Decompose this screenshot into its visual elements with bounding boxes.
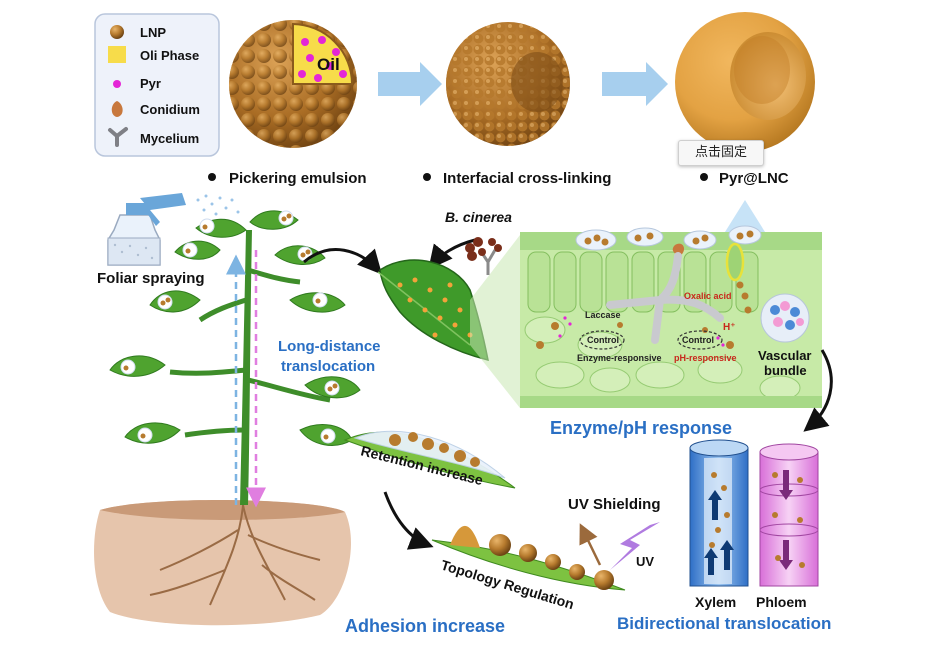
conidium-icon	[111, 101, 123, 117]
retention-leaf	[343, 430, 516, 489]
b-cinerea-label: B. cinerea	[445, 209, 512, 225]
vascular-label-1: Vascular	[758, 348, 812, 363]
legend-label-conidium: Conidium	[140, 102, 200, 117]
uv-shielding-label: UV Shielding	[568, 496, 661, 513]
control-left-label: Control	[587, 335, 619, 345]
label-pickering-emulsion: Pickering emulsion	[229, 170, 367, 187]
pyr-dot-icon	[113, 80, 121, 88]
pickering-emulsion-sphere: Oil	[229, 20, 357, 148]
zoom-wedge	[470, 235, 520, 408]
long-distance-label-2: translocation	[281, 358, 375, 375]
xylem-vessel	[689, 439, 749, 587]
legend-label-pyr: Pyr	[140, 76, 161, 91]
pin-tooltip[interactable]: 点击固定	[678, 140, 764, 166]
phloem-label: Phloem	[756, 594, 807, 610]
adhesion-increase-caption: Adhesion increase	[345, 616, 505, 636]
vascular-label-2: bundle	[764, 363, 807, 378]
oil-label: Oil	[317, 55, 340, 74]
b-cinerea-icon	[465, 237, 502, 275]
arrow-step-1	[378, 62, 442, 106]
phloem-vessel	[759, 443, 819, 587]
spray-bottle	[107, 193, 186, 266]
foliar-spraying-label: Foliar spraying	[97, 270, 205, 287]
label-interfacial-crosslinking: Interfacial cross-linking	[443, 170, 611, 187]
infected-leaf	[377, 259, 489, 362]
laccase-label: Laccase	[585, 310, 621, 320]
legend-label-mycelium: Mycelium	[140, 131, 199, 146]
h-plus-label: H⁺	[723, 322, 736, 333]
arrow-to-vessels	[803, 349, 833, 432]
pyr-lnc-cup	[675, 12, 815, 152]
uv-reflect-arrow	[579, 523, 602, 566]
oil-square-icon	[108, 46, 126, 63]
leaf-cross-section: Laccase Oxalic acid Control Control Enzy…	[520, 225, 822, 408]
mycelium-icon	[108, 127, 128, 147]
soil	[94, 500, 351, 626]
stem	[169, 230, 331, 505]
roots	[149, 504, 321, 606]
topology-leaf	[431, 525, 626, 591]
crosslinked-sphere	[446, 22, 570, 146]
legend: LNP Oli Phase Pyr Conidium Mycelium	[94, 13, 220, 157]
label-pyr-lnc: Pyr@LNC	[719, 170, 789, 187]
bidirectional-translocation-caption: Bidirectional translocation	[617, 614, 831, 633]
bullet-product	[700, 173, 708, 181]
zoom-arrow-product	[725, 200, 765, 232]
spray-mist	[196, 194, 240, 216]
leaf-particles	[120, 210, 340, 444]
enzyme-ph-response-caption: Enzyme/pH response	[550, 418, 732, 438]
arrow-step-2	[602, 62, 668, 106]
xylem-label: Xylem	[695, 594, 736, 610]
oxalic-acid-label: Oxalic acid	[684, 291, 732, 301]
lnp-sphere-icon	[110, 25, 124, 39]
arrow-to-topology	[383, 491, 434, 550]
legend-label-oil: Oli Phase	[140, 48, 199, 63]
arrow-to-leaf	[303, 248, 383, 275]
uv-lightning-icon	[610, 522, 660, 570]
legend-label-lnp: LNP	[140, 25, 166, 40]
bullet-crosslinking	[423, 173, 431, 181]
enzyme-responsive-label: Enzyme-responsive	[577, 353, 662, 363]
long-distance-label-1: Long-distance	[278, 338, 381, 355]
ph-responsive-label: pH-responsive	[674, 353, 737, 363]
control-right-label: Control	[682, 335, 714, 345]
uv-label: UV	[636, 554, 654, 569]
bullet-pickering	[208, 173, 216, 181]
